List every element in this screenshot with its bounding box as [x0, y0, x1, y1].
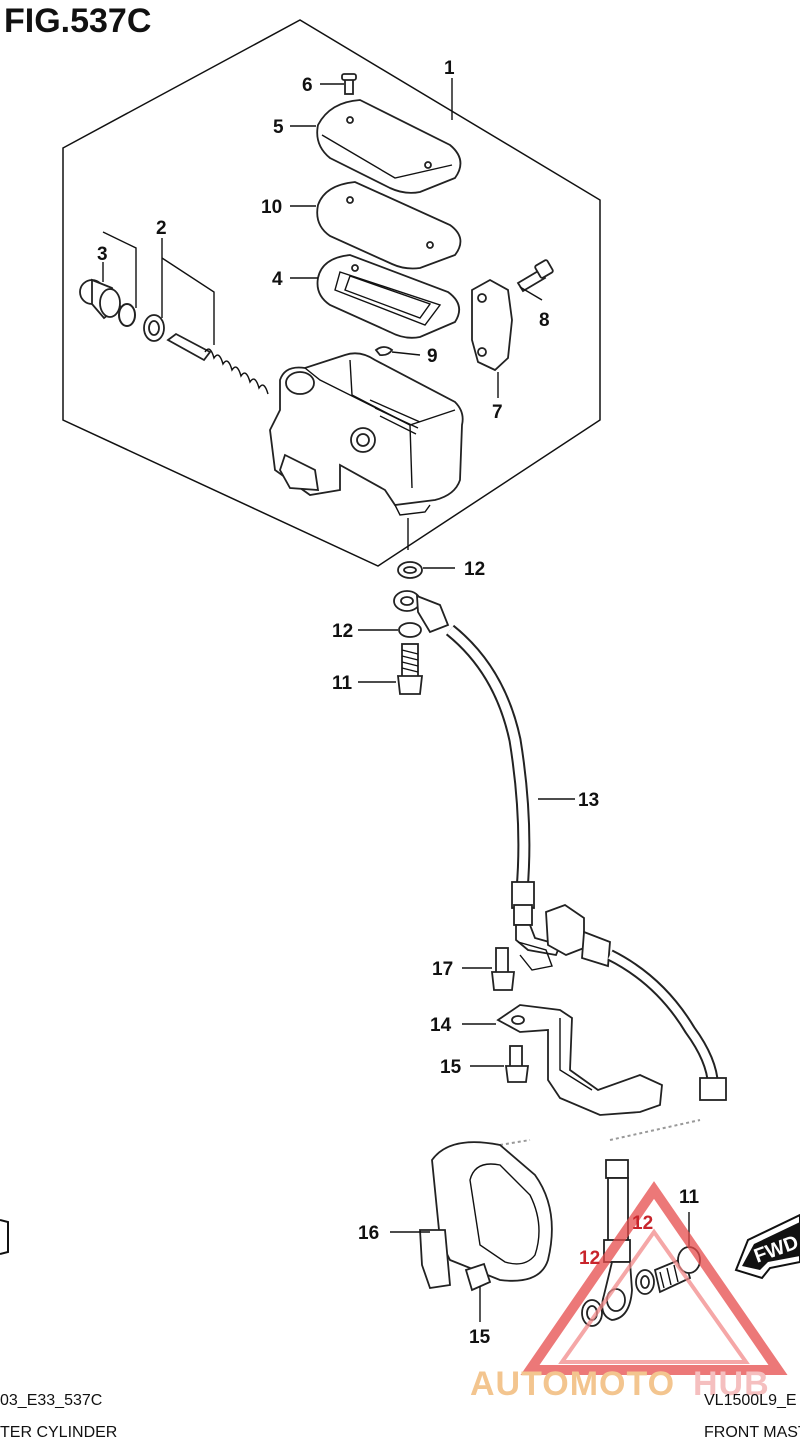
circlip	[118, 303, 136, 327]
left-edge-fragment	[0, 1219, 9, 1255]
callout-17: 17	[432, 959, 453, 980]
diaphragm-plate	[316, 181, 462, 270]
callout-9: 9	[427, 346, 438, 367]
reservoir-cap	[316, 99, 462, 194]
callout-7: 7	[492, 402, 503, 423]
guide-bolt-lower	[464, 1262, 492, 1322]
callout-3: 3	[97, 244, 108, 265]
callout-12-b: 12	[332, 621, 353, 642]
hose-guide	[390, 1141, 553, 1290]
footer: 03_E33_537C TER CYLINDER VL1500L9_E FRON…	[0, 1392, 800, 1441]
callout-1: 1	[444, 58, 455, 79]
callout-16: 16	[358, 1223, 379, 1244]
callout-12-a: 12	[464, 559, 485, 580]
callout-12-c: 12	[632, 1213, 653, 1234]
callout-11-lower: 11	[679, 1187, 700, 1208]
callout-14: 14	[430, 1015, 452, 1036]
figure-title: FIG.537C	[4, 2, 151, 40]
callout-12-d: 12	[579, 1248, 600, 1269]
crush-washer-lower-right	[635, 1269, 655, 1295]
diaphragm	[316, 254, 461, 339]
watermark-brand-a: AUTOMOTO	[470, 1365, 675, 1403]
bracket-bolt-upper	[470, 1045, 530, 1083]
footer-left-code: 03_E33_537C	[0, 1392, 102, 1409]
callout-4: 4	[272, 269, 283, 290]
banjo-fitting-upper	[358, 590, 450, 638]
callout-5: 5	[273, 117, 284, 138]
piston-washer	[143, 314, 165, 342]
callout-13: 13	[578, 790, 599, 811]
callout-11-upper: 11	[332, 673, 353, 694]
crush-washer-upper	[397, 561, 455, 579]
piston-boot	[79, 278, 122, 320]
banjo-bolt-upper	[358, 643, 424, 695]
piston-spring	[166, 332, 269, 395]
brake-hose	[445, 624, 575, 957]
clamp-bolt	[516, 259, 554, 293]
callout-15-upper: 15	[440, 1057, 462, 1078]
clip	[374, 346, 394, 357]
hose-break-marks	[499, 1119, 701, 1146]
assembly-outline	[62, 19, 601, 567]
callout-8: 8	[539, 310, 550, 331]
callout-10: 10	[261, 197, 282, 218]
watermark-brand-b: HUB	[693, 1365, 770, 1403]
footer-right-code: VL1500L9_E	[704, 1392, 797, 1409]
leader-lines-top	[102, 78, 543, 550]
cap-screw	[341, 73, 357, 95]
handlebar-clamp	[471, 278, 513, 372]
master-cylinder-body	[269, 352, 464, 516]
hose-joint	[517, 903, 727, 1101]
watermark-logo: AUTOMOTO HUB	[470, 1181, 788, 1403]
footer-left-caption: TER CYLINDER	[0, 1424, 117, 1441]
fwd-arrow-badge: FWD	[734, 1213, 800, 1280]
callout-15-lower: 15	[469, 1327, 491, 1348]
hose-bracket	[462, 1004, 663, 1116]
callout-numbers: 1 2 3 4 5 6 7 8 9 10 11 11 12 12 12 12 1…	[97, 58, 700, 1348]
callout-2: 2	[156, 218, 167, 239]
footer-right-caption: FRONT MAST	[704, 1424, 800, 1441]
callout-6: 6	[302, 75, 313, 96]
joint-bolt	[462, 947, 516, 991]
